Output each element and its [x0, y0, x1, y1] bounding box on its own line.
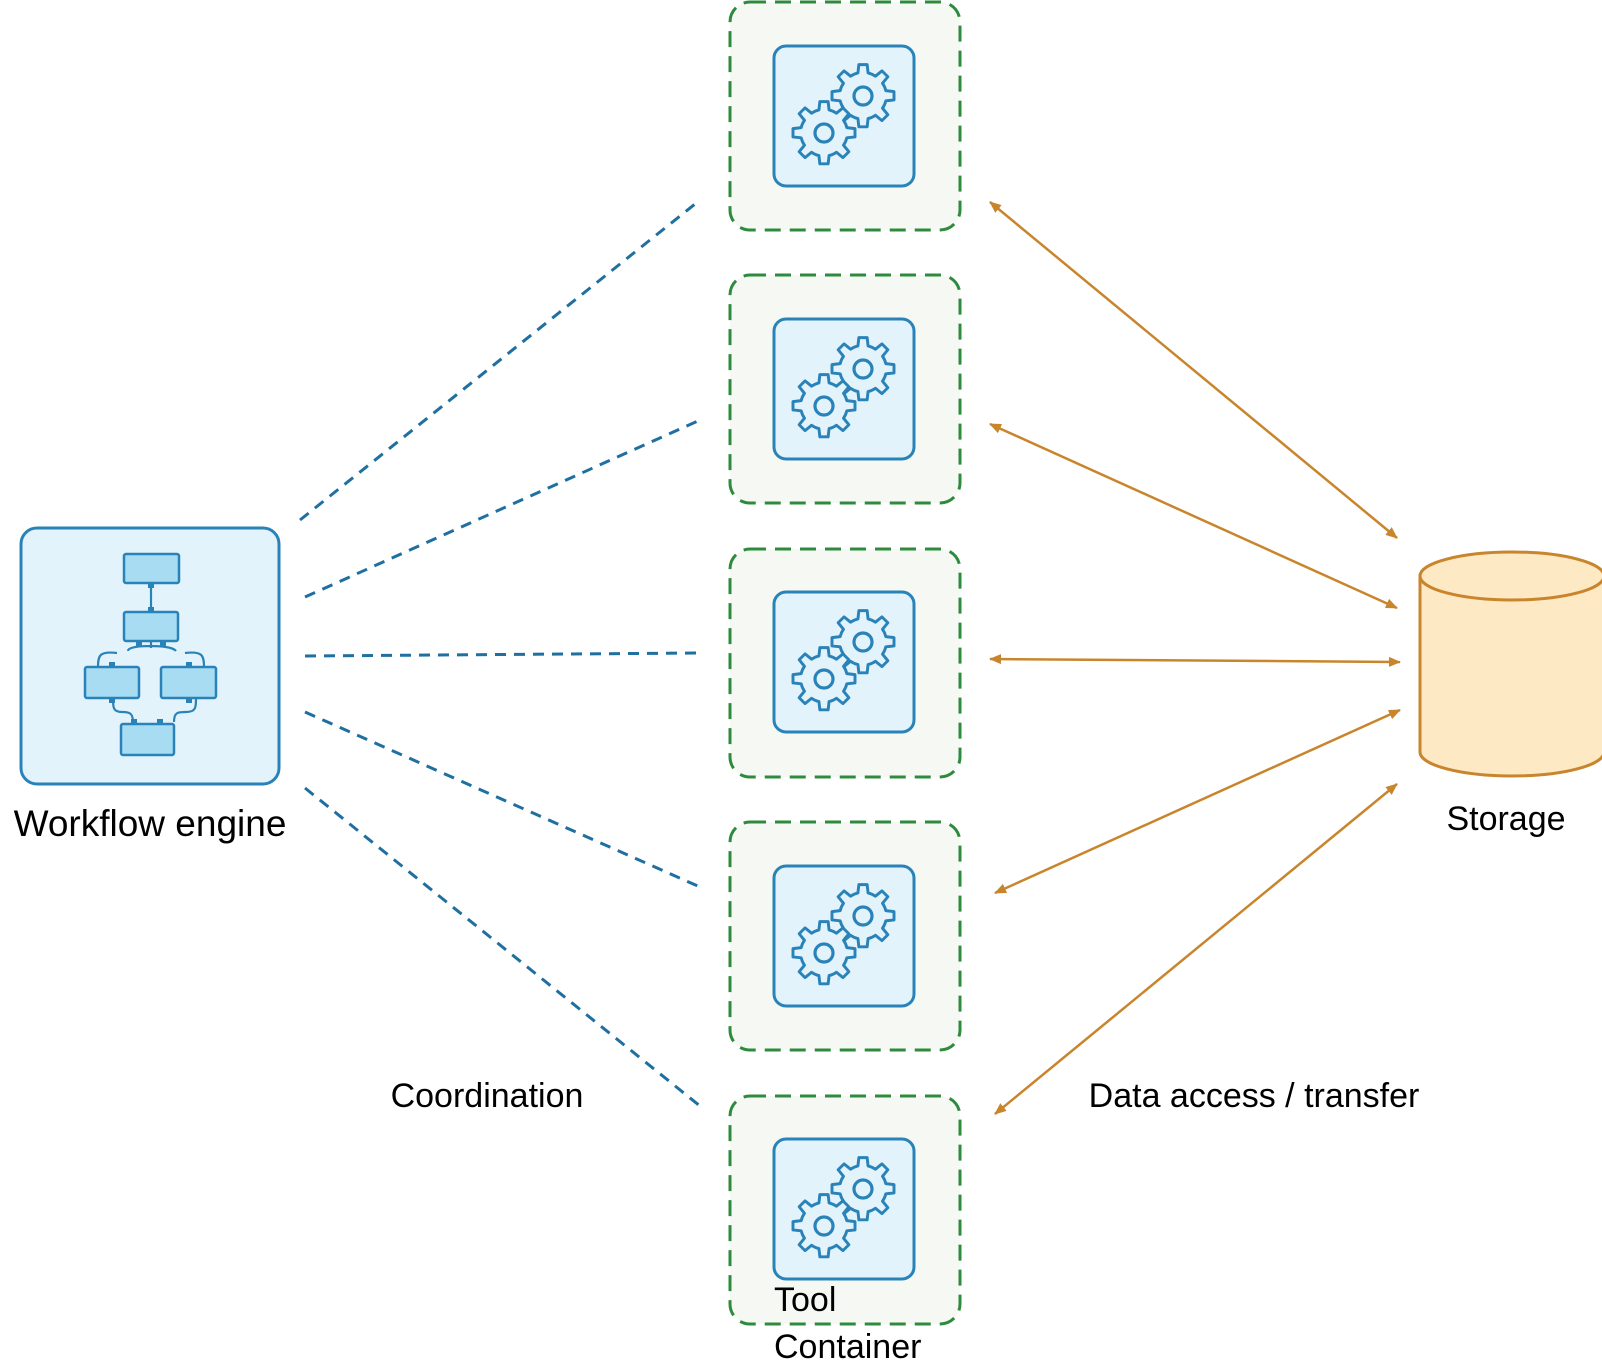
data-arrow-5 — [994, 783, 1398, 1115]
gears-icon — [774, 866, 914, 1006]
gears-icon — [774, 46, 914, 186]
data-arrow-3 — [989, 654, 1401, 667]
tool-container-2 — [728, 273, 962, 505]
gears-icon — [774, 319, 914, 459]
coordination-line-5 — [304, 786, 701, 1108]
database-cylinder-icon — [1418, 550, 1602, 778]
coordination-lines — [299, 198, 701, 1108]
tool-container-label-line1: Tool — [774, 1281, 836, 1319]
data-arrow-2 — [989, 422, 1398, 610]
gears-icon — [774, 592, 914, 732]
tool-container-3 — [728, 547, 962, 779]
gears-icon — [774, 1139, 914, 1279]
storage-node: Storage — [1418, 550, 1602, 838]
data-arrow-1 — [989, 201, 1398, 539]
workflow-engine-label: Workflow engine — [14, 803, 287, 844]
workflow-icon — [19, 526, 281, 786]
tool-container-5: Tool Container — [728, 1094, 962, 1361]
tool-container-4 — [728, 820, 962, 1052]
workflow-engine-node: Workflow engine — [14, 526, 287, 844]
data-arrow-4 — [994, 708, 1401, 895]
storage-label: Storage — [1446, 800, 1565, 838]
coordination-line-3 — [304, 651, 701, 658]
coordination-line-4 — [304, 710, 701, 889]
data-arrows — [989, 201, 1401, 1115]
tool-container-1 — [728, 0, 962, 232]
coordination-label: Coordination — [391, 1077, 584, 1115]
coordination-line-2 — [304, 418, 701, 599]
tool-container-label-line2: Container — [774, 1328, 921, 1361]
coordination-line-1 — [299, 198, 701, 522]
data-access-label: Data access / transfer — [1089, 1077, 1420, 1115]
